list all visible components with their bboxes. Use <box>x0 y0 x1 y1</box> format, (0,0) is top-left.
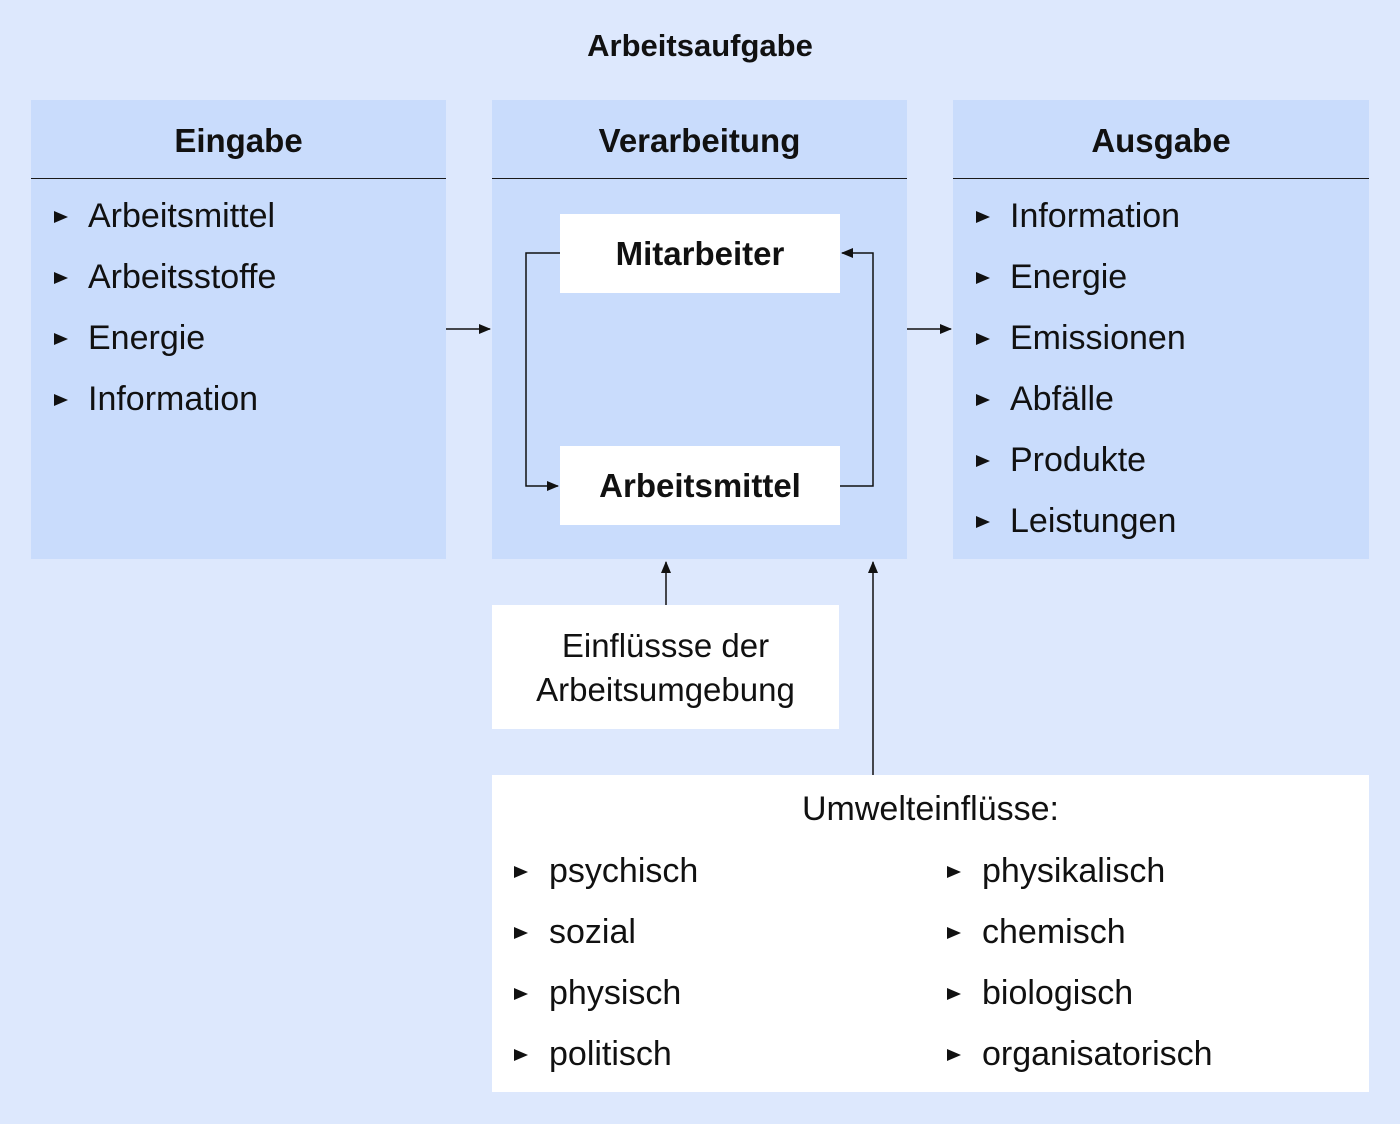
bullet-arrow-icon <box>976 211 990 223</box>
bullet-arrow-icon <box>514 866 528 878</box>
output-item-label: Abfälle <box>1010 380 1114 418</box>
environmental-item: biologisch <box>947 963 1347 1024</box>
output-item: Energie <box>953 247 1369 308</box>
output-item: Leistungen <box>953 491 1369 552</box>
environmental-item: organisatorisch <box>947 1024 1347 1085</box>
environmental-item: chemisch <box>947 902 1347 963</box>
environmental-list-right: physikalisch chemisch biologisch organis… <box>947 841 1347 1085</box>
input-heading: Eingabe <box>31 100 446 179</box>
environmental-influences-box: Umwelteinflüsse: psychisch sozial physis… <box>492 775 1369 1092</box>
output-item-label: Information <box>1010 197 1181 235</box>
input-item: Energie <box>31 308 446 369</box>
output-item: Information <box>953 186 1369 247</box>
bullet-arrow-icon <box>976 394 990 406</box>
output-heading: Ausgabe <box>953 100 1369 179</box>
environmental-list-left: psychisch sozial physisch politisch <box>514 841 914 1085</box>
bullet-arrow-icon <box>54 394 68 406</box>
bullet-arrow-icon <box>947 866 961 878</box>
output-item: Abfälle <box>953 369 1369 430</box>
processing-heading: Verarbeitung <box>492 100 907 179</box>
bullet-arrow-icon <box>947 1049 961 1061</box>
bullet-arrow-icon <box>976 272 990 284</box>
environmental-item-label: politisch <box>549 1035 672 1073</box>
bullet-arrow-icon <box>514 927 528 939</box>
environmental-item-label: physisch <box>549 974 682 1012</box>
environmental-item-label: sozial <box>549 913 636 951</box>
output-list: Information Energie Emissionen Abfälle P… <box>953 186 1369 552</box>
input-panel: Eingabe Arbeitsmittel Arbeitsstoffe Ener… <box>31 100 446 559</box>
tools-box: Arbeitsmittel <box>560 446 840 525</box>
environmental-item-label: psychisch <box>549 852 699 890</box>
worker-box: Mitarbeiter <box>560 214 840 293</box>
work-environment-box: Einflüssse der Arbeitsumgebung <box>492 605 839 729</box>
environmental-item: psychisch <box>514 841 914 902</box>
input-item-label: Arbeitsmittel <box>88 197 276 235</box>
environmental-item-label: organisatorisch <box>982 1035 1213 1073</box>
bullet-arrow-icon <box>947 988 961 1000</box>
bullet-arrow-icon <box>976 333 990 345</box>
environmental-item: sozial <box>514 902 914 963</box>
output-item: Produkte <box>953 430 1369 491</box>
environmental-item: physisch <box>514 963 914 1024</box>
output-item-label: Produkte <box>1010 441 1147 479</box>
input-item: Arbeitsstoffe <box>31 247 446 308</box>
bullet-arrow-icon <box>54 211 68 223</box>
diagram-title: Arbeitsaufgabe <box>587 28 813 63</box>
input-item-label: Information <box>88 380 259 418</box>
bullet-arrow-icon <box>54 272 68 284</box>
output-item-label: Leistungen <box>1010 502 1177 540</box>
environmental-influences-heading: Umwelteinflüsse: <box>802 790 1059 828</box>
environmental-item-label: biologisch <box>982 974 1134 1012</box>
output-item-label: Emissionen <box>1010 319 1186 357</box>
output-item: Emissionen <box>953 308 1369 369</box>
bullet-arrow-icon <box>54 333 68 345</box>
bullet-arrow-icon <box>947 927 961 939</box>
input-item-label: Energie <box>88 319 206 357</box>
bullet-arrow-icon <box>976 455 990 467</box>
input-item: Arbeitsmittel <box>31 186 446 247</box>
environmental-item: physikalisch <box>947 841 1347 902</box>
worker-to-tools-arrow <box>525 252 560 491</box>
environmental-item: politisch <box>514 1024 914 1085</box>
work-environment-line1: Einflüssse der <box>561 627 770 664</box>
environmental-item-label: physikalisch <box>982 852 1166 890</box>
output-item-label: Energie <box>1010 258 1128 296</box>
bullet-arrow-icon <box>514 1049 528 1061</box>
input-item: Information <box>31 369 446 430</box>
bullet-arrow-icon <box>976 516 990 528</box>
bullet-arrow-icon <box>514 988 528 1000</box>
input-list: Arbeitsmittel Arbeitsstoffe Energie Info… <box>31 186 446 430</box>
tools-to-worker-arrow <box>840 248 874 487</box>
work-environment-line2: Arbeitsumgebung <box>536 671 795 708</box>
environmental-item-label: chemisch <box>982 913 1126 951</box>
input-item-label: Arbeitsstoffe <box>88 258 277 296</box>
output-panel: Ausgabe Information Energie Emissionen A… <box>953 100 1369 559</box>
